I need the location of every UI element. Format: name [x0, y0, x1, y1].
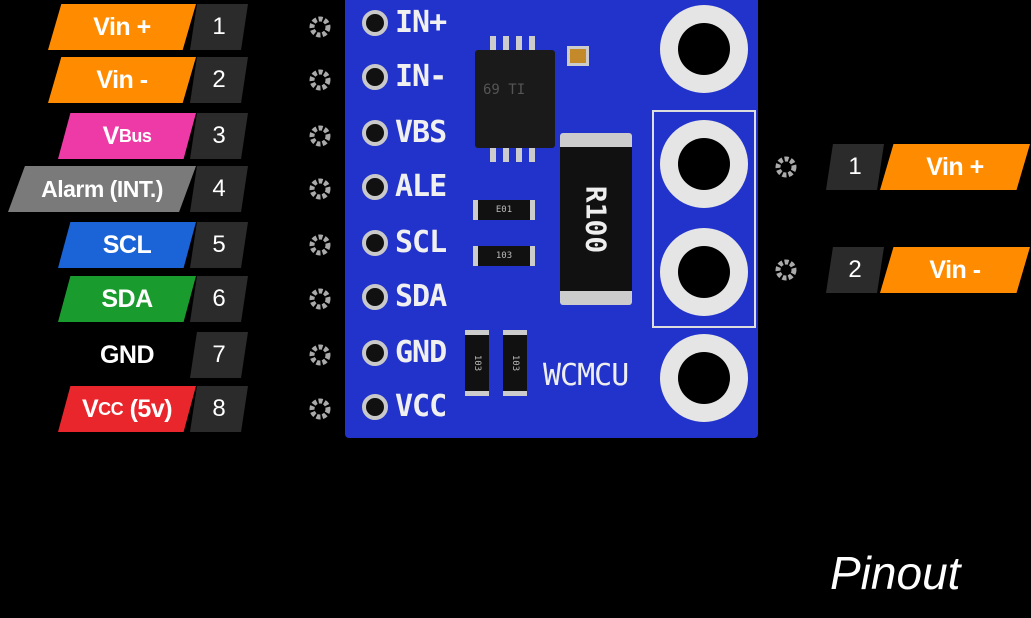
board-label-scl: SCL — [395, 225, 447, 260]
pin-connector-icon — [309, 234, 331, 256]
board-label-gnd: GND — [395, 335, 447, 370]
pin-number: 1 — [190, 4, 248, 50]
terminal-pad-vin-minus — [660, 228, 748, 316]
pin-label-gnd: GND — [58, 332, 196, 378]
pin-pad — [362, 230, 388, 256]
pin-pad — [362, 120, 388, 146]
board-label-in-minus: IN- — [395, 59, 447, 94]
pin-number: 5 — [190, 222, 248, 268]
mount-hole — [660, 5, 748, 93]
pin-pad — [362, 10, 388, 36]
pin-label-scl: SCL — [58, 222, 196, 268]
pin-pad — [362, 284, 388, 310]
pin-connector-icon — [775, 259, 797, 281]
board-label-vbs: VBS — [395, 115, 447, 150]
pin-connector-icon — [775, 156, 797, 178]
pin-connector-icon — [309, 398, 331, 420]
smd-resistor: 103 — [503, 330, 527, 396]
pin-number: 2 — [826, 247, 884, 293]
pin-connector-icon — [309, 178, 331, 200]
terminal-label-vin-plus: Vin + — [880, 144, 1030, 190]
pin-label-alarm: Alarm (INT.) — [8, 166, 196, 212]
pin-connector-icon — [309, 288, 331, 310]
pin-label-vin-plus: Vin + — [48, 4, 196, 50]
pin-connector-icon — [309, 344, 331, 366]
board-label-ale: ALE — [395, 169, 447, 204]
smd-resistor: E01 — [473, 200, 535, 220]
terminal-outline — [652, 110, 756, 328]
pin-number: 2 — [190, 57, 248, 103]
terminal-pad-vin-plus — [660, 120, 748, 208]
pin-pad — [362, 64, 388, 90]
pin-number: 6 — [190, 276, 248, 322]
pin-number: 4 — [190, 166, 248, 212]
ina219-board: IN+ IN- VBS ALE SCL SDA GND VCC 69 TI R1… — [345, 0, 758, 438]
pin-number: 7 — [190, 332, 248, 378]
resistor-label: R100 — [579, 185, 613, 254]
brand-label: WCMCU — [543, 358, 629, 393]
pin-pad — [362, 394, 388, 420]
smd-resistor: 103 — [473, 246, 535, 266]
pin-number: 8 — [190, 386, 248, 432]
pin-connector-icon — [309, 16, 331, 38]
pinout-caption: Pinout — [830, 547, 961, 599]
ic-chip-marking: 69 TI — [483, 82, 526, 98]
pin-number: 3 — [190, 113, 248, 159]
pin-number: 1 — [826, 144, 884, 190]
smd-resistor: 103 — [465, 330, 489, 396]
pin-connector-icon — [309, 125, 331, 147]
mount-hole — [660, 334, 748, 422]
pin-connector-icon — [309, 69, 331, 91]
smd-capacitor — [567, 46, 589, 66]
pin-pad — [362, 340, 388, 366]
board-label-sda: SDA — [395, 279, 447, 314]
board-label-in-plus: IN+ — [395, 5, 447, 40]
shunt-resistor: R100 — [560, 133, 632, 305]
pin-pad — [362, 174, 388, 200]
terminal-label-vin-minus: Vin - — [880, 247, 1030, 293]
board-label-vcc: VCC — [395, 389, 447, 424]
pin-label-sda: SDA — [58, 276, 196, 322]
pin-label-vin-minus: Vin - — [48, 57, 196, 103]
